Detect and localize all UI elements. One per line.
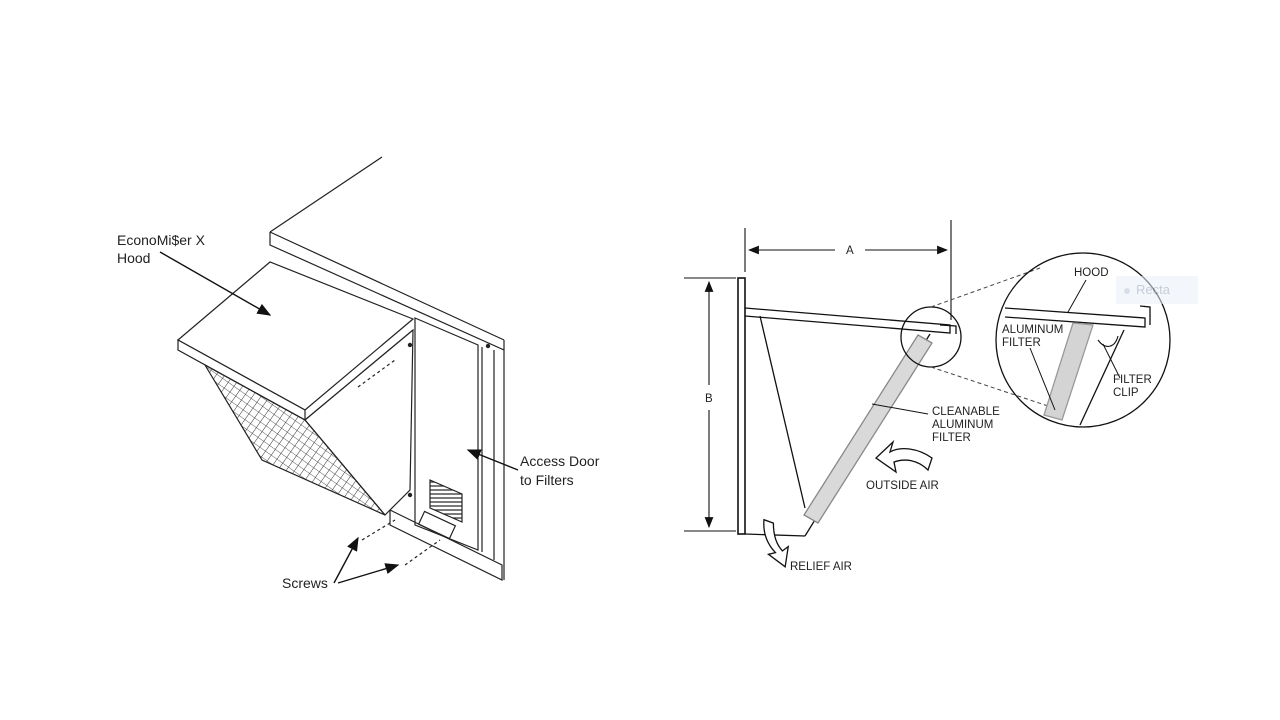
ghost-label: Recta: [1136, 282, 1170, 297]
left-leaders: [159, 251, 519, 584]
outside-air-arrow: [874, 439, 933, 474]
filter-clip-label-line1: FILTER: [1113, 374, 1152, 386]
filter-clip-label-line2: CLIP: [1113, 387, 1139, 399]
detail-projection-lines: [930, 267, 1061, 411]
cleanable-filter-label-line1: CLEANABLE: [932, 406, 1000, 418]
hood-label-line2: Hood: [117, 250, 150, 266]
screws-label: Screws: [282, 575, 328, 591]
access-door-label-line1: Access Door: [520, 453, 600, 469]
filter-detail-callout: [995, 252, 1171, 428]
cleanable-filter-label-line3: FILTER: [932, 432, 971, 444]
dimension-a: [744, 220, 952, 320]
cleanable-filter-label-line2: ALUMINUM: [932, 419, 993, 431]
aluminum-filter-label-line1: ALUMINUM: [1002, 324, 1063, 336]
hood-section: [737, 277, 962, 537]
dimension-b-label: B: [705, 393, 713, 405]
outside-air-label: OUTSIDE AIR: [866, 480, 939, 492]
relief-air-arrow: [763, 518, 790, 568]
dimension-b: [684, 277, 736, 532]
ghost-shape-overlay: Recta: [1116, 276, 1198, 304]
relief-air-label: RELIEF AIR: [790, 561, 852, 573]
detail-leaders: [871, 279, 1121, 415]
ghost-dot-icon: [1124, 287, 1130, 294]
dimension-a-label: A: [846, 245, 854, 257]
access-door-label-line2: to Filters: [520, 472, 574, 488]
hood-label-line1: EconoMi$er X: [117, 232, 206, 248]
unit-isometric: [176, 156, 505, 581]
hood-detail-label: HOOD: [1074, 267, 1109, 279]
aluminum-filter-label-line2: FILTER: [1002, 337, 1041, 349]
